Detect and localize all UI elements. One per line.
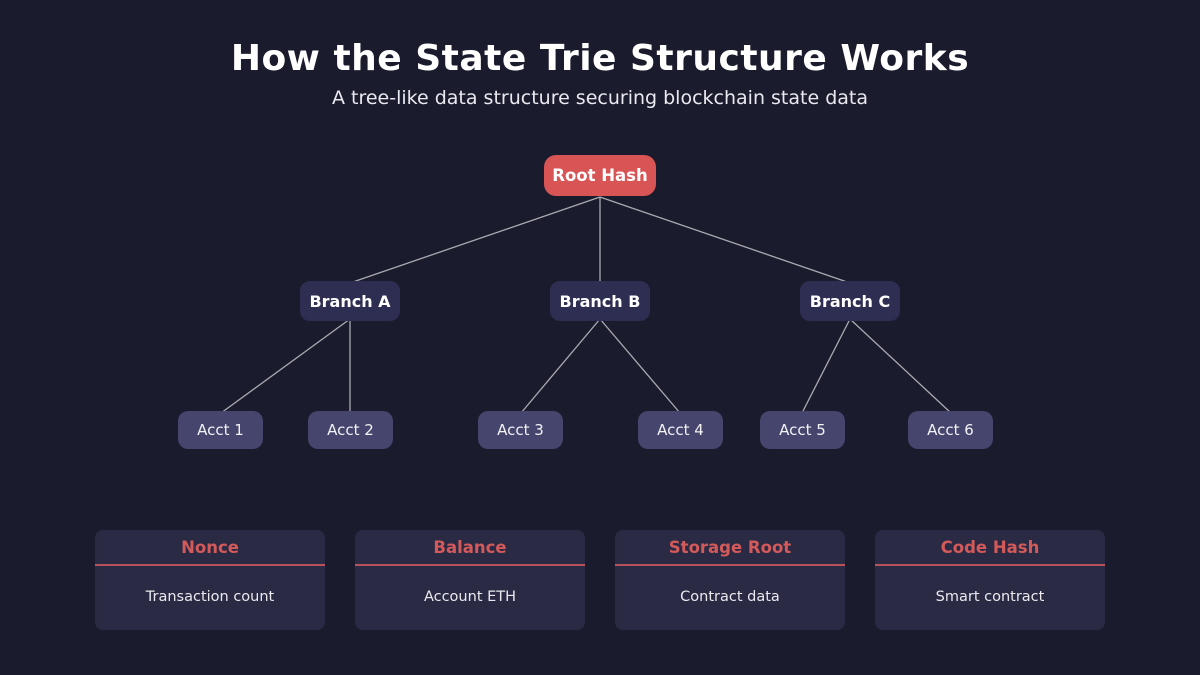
node-branch-c: Branch C [800,281,900,321]
node-branch-a: Branch A [300,281,400,321]
card-balance: Balance Account ETH [355,530,585,630]
card-balance-description: Account ETH [423,589,517,605]
card-nonce-description: Transaction count [145,589,275,605]
card-balance-title: Balance [355,530,585,566]
connector-root-branchc [599,196,851,284]
connector-root-brancha [349,196,601,284]
card-storage-root-description: Contract data [680,589,780,605]
node-acct-1: Acct 1 [178,411,263,449]
card-code-hash-description: Smart contract [935,589,1045,605]
node-branch-b: Branch B [550,281,650,321]
card-nonce: Nonce Transaction count [95,530,325,630]
card-code-hash-title: Code Hash [875,530,1105,566]
page-subtitle: A tree-like data structure securing bloc… [331,87,868,109]
node-acct-2: Acct 2 [308,411,393,449]
node-acct-5: Acct 5 [760,411,845,449]
connector-branchb-acct3 [520,318,601,414]
node-acct-3: Acct 3 [478,411,563,449]
page-title: How the State Trie Structure Works [230,38,970,79]
card-storage-root: Storage Root Contract data [615,530,845,630]
connector-branchc-acct5 [801,318,851,414]
node-acct-6: Acct 6 [908,411,993,449]
connector-branchc-acct6 [849,318,952,414]
node-root-hash: Root Hash [544,155,656,196]
card-code-hash: Code Hash Smart contract [875,530,1105,630]
card-nonce-title: Nonce [95,530,325,566]
node-acct-4: Acct 4 [638,411,723,449]
card-storage-root-title: Storage Root [615,530,845,566]
connector-branchb-acct4 [599,318,681,414]
connector-brancha-acct1 [220,318,351,414]
